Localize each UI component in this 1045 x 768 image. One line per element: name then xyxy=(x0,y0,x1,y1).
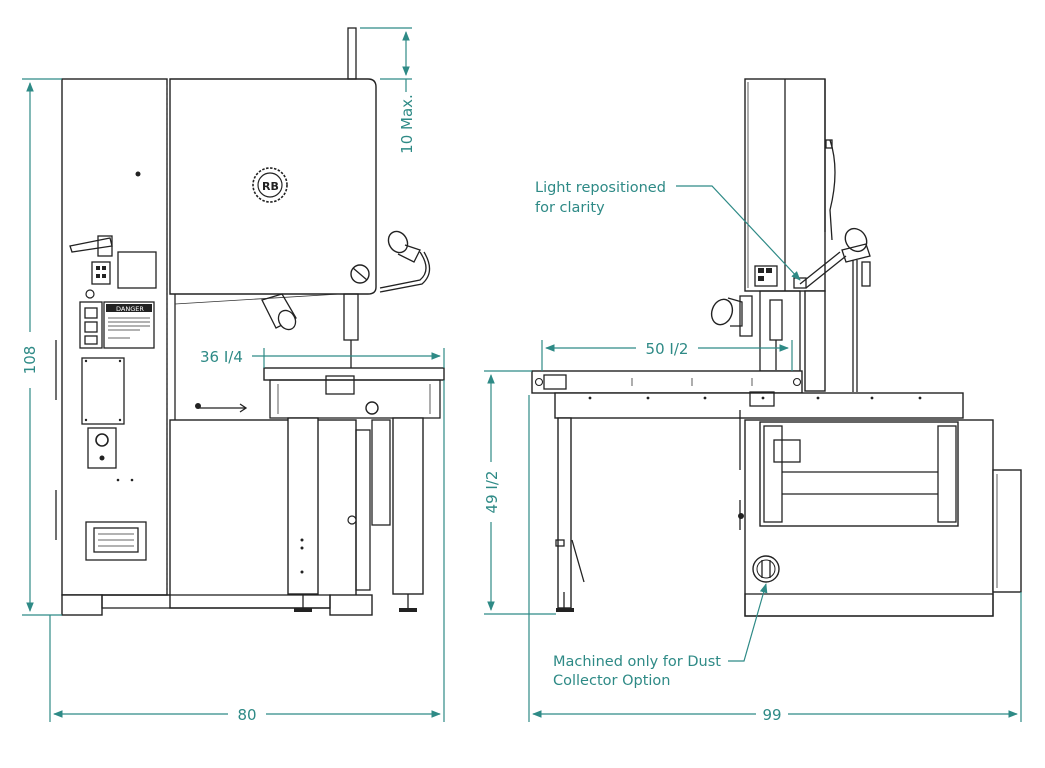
column-body xyxy=(61,78,168,596)
dimension-labels: 108 10 Max. 36 I/4 80 50 I/2 49 I/2 99 xyxy=(21,94,782,724)
dim-blade-max: 10 Max. xyxy=(398,94,416,154)
note-dust-line2: Collector Option xyxy=(553,673,670,689)
motor-box xyxy=(992,469,1022,593)
outlet-panel xyxy=(87,427,117,469)
danger-plate: DANGER xyxy=(103,301,155,349)
dim-table-width: 36 I/4 xyxy=(200,348,243,366)
note-dust-line1: Machined only for Dust xyxy=(553,654,721,670)
side-column xyxy=(804,290,826,392)
support-leg xyxy=(557,417,572,609)
foot-right xyxy=(329,594,373,616)
callout-notes: Light repositioned for clarity Machined … xyxy=(535,180,721,689)
side-table xyxy=(531,370,964,419)
work-lamp-inner xyxy=(261,293,297,331)
side-lamp-upper xyxy=(799,227,871,289)
blade-guide xyxy=(343,293,359,341)
dimension-lines xyxy=(22,27,1022,722)
front-table xyxy=(195,367,445,419)
dim-overall-depth: 99 xyxy=(762,706,781,724)
dim-table-height: 49 I/2 xyxy=(483,471,501,514)
label-plate xyxy=(117,251,157,289)
dim-overall-height: 108 xyxy=(21,346,39,375)
blade-guide-post xyxy=(347,27,357,80)
side-lamp-lower xyxy=(710,297,743,327)
dust-port xyxy=(752,555,780,583)
work-lamp-right xyxy=(379,230,431,293)
side-view xyxy=(531,78,1022,617)
control-box xyxy=(79,301,103,349)
logo-badge: RB xyxy=(252,167,288,203)
leg-left xyxy=(287,417,319,595)
foot-left xyxy=(61,594,103,616)
svg-text:RB: RB xyxy=(262,180,279,193)
lower-cabinet xyxy=(169,419,357,609)
nameplate xyxy=(85,521,147,561)
access-panel xyxy=(81,357,125,425)
front-view: RB xyxy=(55,27,445,616)
dim-table-length: 50 I/2 xyxy=(646,340,689,358)
dim-overall-width: 80 xyxy=(237,706,256,724)
danger-label: DANGER xyxy=(116,305,144,313)
leg-right xyxy=(392,417,424,595)
note-light-line1: Light repositioned xyxy=(535,180,666,196)
note-light-line2: for clarity xyxy=(535,200,605,216)
